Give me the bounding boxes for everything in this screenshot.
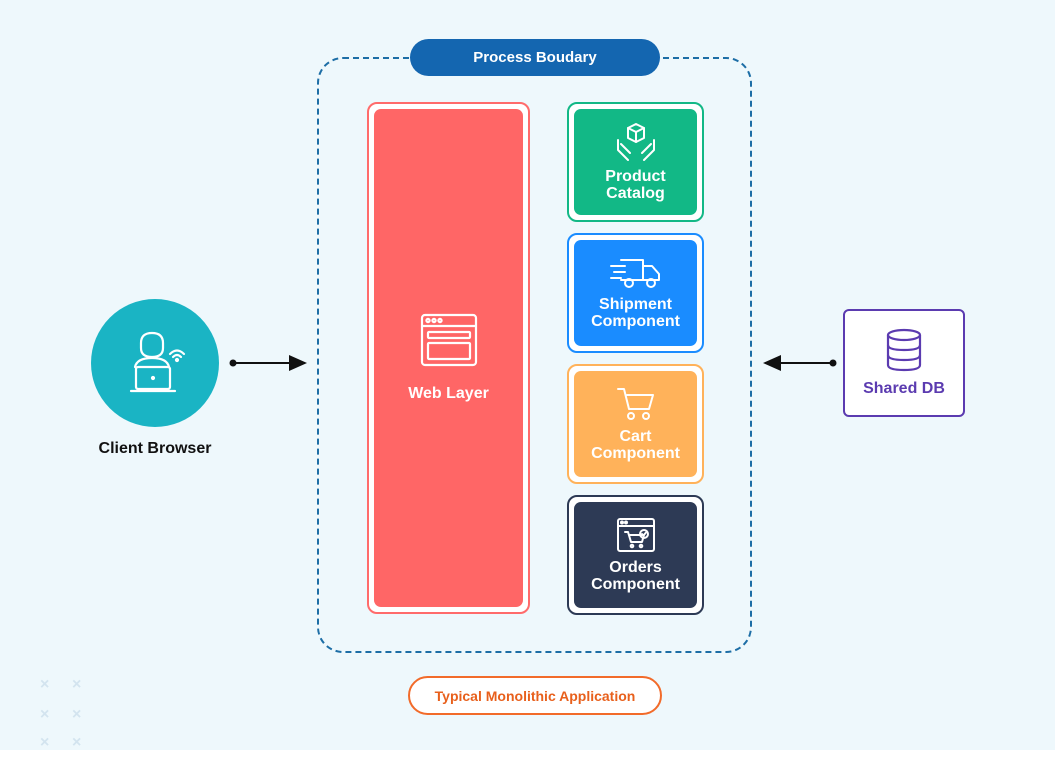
- shopping-cart-icon: [616, 388, 654, 420]
- product-catalog-fill: Product Catalog: [574, 109, 697, 215]
- product-catalog-box: Product Catalog: [567, 102, 704, 222]
- cart-component-line2: Component: [591, 445, 680, 462]
- web-layer-box: Web Layer: [367, 102, 530, 614]
- order-window-icon: [616, 518, 655, 552]
- user-laptop-icon: [129, 331, 186, 393]
- client-browser-label: Client Browser: [98, 440, 212, 457]
- client-browser-node: [91, 299, 219, 427]
- process-boundary-label: Process Boudary: [410, 39, 660, 76]
- shared-db-node: Shared DB: [843, 309, 965, 417]
- shipment-component-label: Shipment Component: [591, 296, 680, 330]
- orders-component-label: Orders Component: [591, 559, 680, 593]
- shipment-component-box: Shipment Component: [567, 233, 704, 353]
- box-hands-icon: [616, 123, 655, 161]
- web-layer-fill: Web Layer: [374, 109, 523, 607]
- shipment-component-fill: Shipment Component: [574, 240, 697, 346]
- cart-component-line1: Cart: [619, 428, 652, 445]
- shipment-component-line1: Shipment: [599, 296, 672, 313]
- orders-component-line1: Orders: [609, 559, 662, 576]
- orders-component-box: Orders Component: [567, 495, 704, 615]
- browser-window-icon: [420, 313, 477, 367]
- orders-component-line2: Component: [591, 576, 680, 593]
- client-to-boundary-arrow: [229, 355, 307, 371]
- database-icon: [886, 328, 922, 372]
- decorative-crosses: ×× ×× ××: [40, 676, 82, 751]
- diagram-caption: Typical Monolithic Application: [408, 676, 662, 715]
- delivery-truck-icon: [609, 259, 660, 288]
- shared-db-label: Shared DB: [863, 380, 945, 397]
- product-catalog-label: Product Catalog: [605, 168, 665, 202]
- db-to-boundary-arrow: [763, 355, 837, 371]
- product-catalog-line1: Product: [605, 168, 666, 185]
- cart-component-box: Cart Component: [567, 364, 704, 484]
- web-layer-label: Web Layer: [408, 385, 489, 402]
- shipment-component-line2: Component: [591, 313, 680, 330]
- cart-component-fill: Cart Component: [574, 371, 697, 477]
- cart-component-label: Cart Component: [591, 428, 680, 462]
- product-catalog-line2: Catalog: [606, 185, 665, 202]
- orders-component-fill: Orders Component: [574, 502, 697, 608]
